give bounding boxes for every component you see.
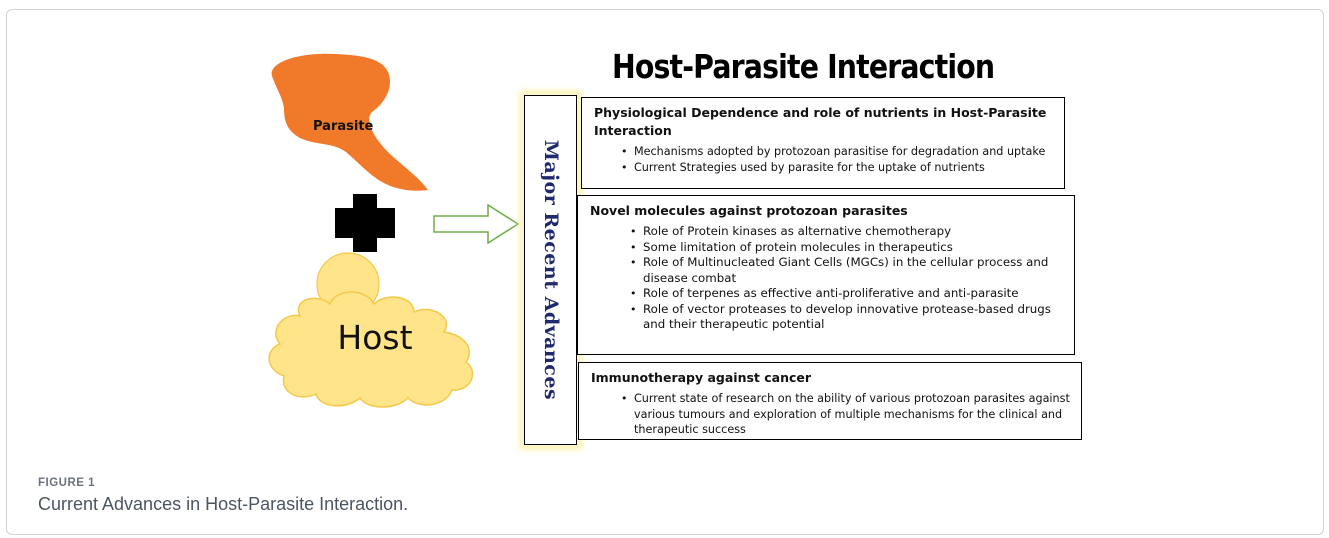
vertical-label: Major Recent Advances: [540, 139, 562, 401]
topic-list: Mechanisms adopted by protozoan parasiti…: [594, 144, 1054, 175]
host-cloud-shape: [268, 291, 474, 408]
list-item: Some limitation of protein molecules in …: [630, 240, 1064, 256]
topic-list: Role of Protein kinases as alternative c…: [590, 224, 1064, 333]
list-item: Role of vector proteases to develop inno…: [630, 302, 1064, 333]
plus-icon: [335, 194, 395, 252]
topic-heading: Immunotherapy against cancer: [591, 370, 812, 385]
figure-label: FIGURE 1: [38, 477, 96, 489]
arrow-right-icon: [433, 203, 520, 245]
topic-list: Current state of research on the ability…: [591, 391, 1071, 438]
parasite-shape: [271, 53, 428, 191]
topic-heading: Physiological Dependence and role of nut…: [594, 105, 1047, 138]
figure-caption: Current Advances in Host-Parasite Intera…: [38, 494, 409, 514]
list-item: Role of terpenes as effective anti-proli…: [630, 286, 1064, 302]
diagram-title: Host-Parasite Interaction: [612, 47, 995, 86]
topic-box-nutrients: Physiological Dependence and role of nut…: [581, 97, 1065, 189]
vertical-label-box: [524, 95, 577, 445]
parasite-label: Parasite: [313, 119, 374, 134]
host-label: Host: [337, 318, 413, 357]
topic-box-novel-molecules: Novel molecules against protozoan parasi…: [577, 195, 1075, 355]
list-item: Role of Multinucleated Giant Cells (MGCs…: [630, 255, 1064, 286]
list-item: Current state of research on the ability…: [621, 391, 1071, 438]
list-item: Mechanisms adopted by protozoan parasiti…: [621, 144, 1054, 160]
list-item: Current Strategies used by parasite for …: [621, 160, 1054, 176]
topic-heading: Novel molecules against protozoan parasi…: [590, 203, 908, 218]
topic-box-immunotherapy: Immunotherapy against cancer Current sta…: [578, 362, 1082, 440]
list-item: Role of Protein kinases as alternative c…: [630, 224, 1064, 240]
